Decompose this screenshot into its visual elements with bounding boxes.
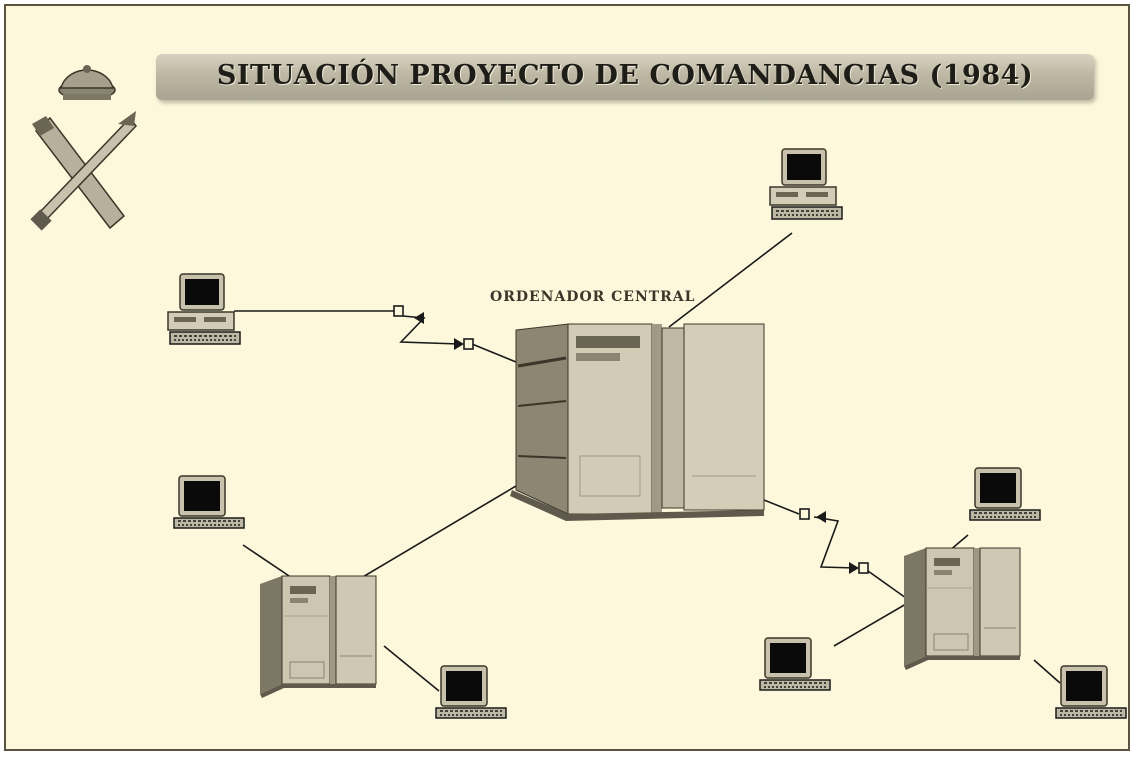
mainframe-icon — [510, 323, 765, 521]
title-banner: SITUACIÓN PROYECTO DE COMANDANCIAS (1984… — [156, 54, 1094, 100]
slide: SITUACIÓN PROYECTO DE COMANDANCIAS (1984… — [4, 4, 1130, 751]
modem-icon — [454, 338, 474, 350]
terminal-icon — [167, 273, 241, 345]
emblem-icon — [30, 65, 137, 231]
minicomputer-icon — [903, 547, 1021, 671]
terminal-icon — [759, 637, 831, 691]
terminal-icon — [769, 148, 843, 220]
modem-icon — [393, 305, 424, 324]
network-diagram — [30, 65, 1127, 719]
terminal-icon — [435, 665, 507, 719]
minicomputer-icon — [259, 575, 377, 699]
page-title: SITUACIÓN PROYECTO DE COMANDANCIAS (1984… — [216, 60, 1034, 91]
terminal-icon — [173, 475, 245, 529]
modem-icon — [849, 562, 869, 574]
terminal-icon — [969, 467, 1041, 521]
terminal-icon — [1055, 665, 1127, 719]
connection-lines — [234, 232, 1061, 692]
modem-icon — [799, 508, 826, 523]
central-computer-label: ORDENADOR CENTRAL — [490, 289, 696, 305]
